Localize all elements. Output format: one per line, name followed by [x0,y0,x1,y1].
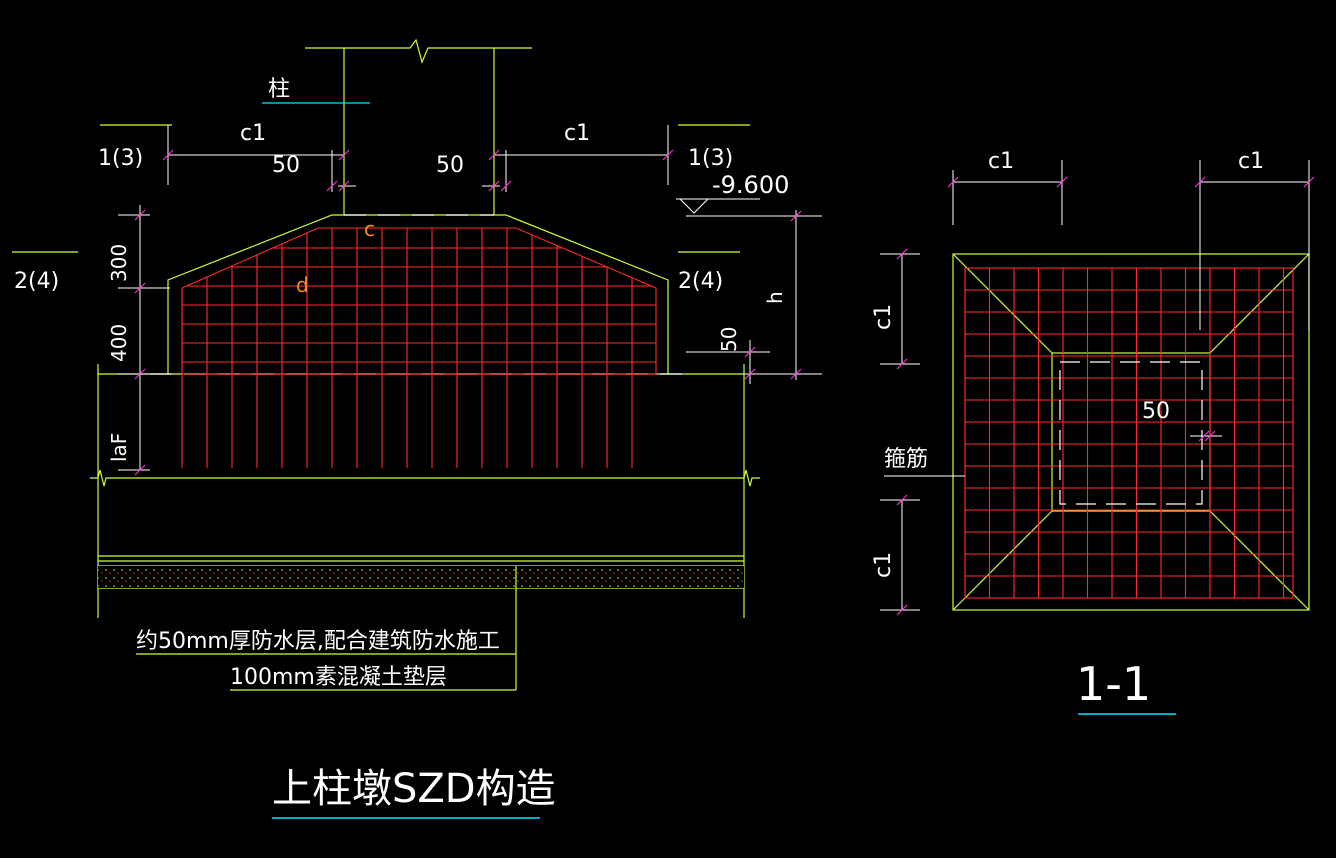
dim-h: h [763,291,787,304]
section-outline [952,253,1310,611]
mark-c: c [364,217,375,241]
column-leader: 柱 [262,77,370,104]
elevation-value: -9.600 [712,171,789,199]
dim-50-right: 50 [436,153,464,178]
section-dim-ticks [896,176,1315,616]
right-dim-ticks [744,210,802,380]
elevation-view: 柱 c d [12,38,822,819]
section-view: c1 c1 c1 c1 50 箍筋 1-1 [871,149,1315,715]
ref-1-3-right: 1(3) [688,146,733,171]
mark-d: d [296,273,309,297]
stirrup-label: 箍筋 [884,447,928,472]
elevation-rebar-cage [181,227,657,468]
left-dimensions [118,205,170,471]
note-cushion: 100mm素混凝土垫层 [230,665,447,690]
section-dim-c1-left: c1 [988,149,1014,174]
section-column-dashed [1059,361,1203,505]
note-waterproof: 约50mm厚防水层,配合建筑防水施工 [136,629,500,654]
dim-50-left: 50 [272,153,300,178]
elevation-mark [676,198,822,217]
dim-c1-left: c1 [240,121,266,146]
column-label: 柱 [268,77,290,102]
dashed-lines [150,214,690,375]
section-dimensions [880,160,1310,611]
top-dim-ticks [162,149,674,192]
column-outline [305,38,532,215]
dim-300: 300 [107,244,131,282]
section-dim-c1-top: c1 [871,304,896,330]
left-dim-ticks [134,209,146,476]
dim-c1-right: c1 [564,121,590,146]
ref-1-3-left: 1(3) [98,146,143,171]
dim-laf: laF [107,433,131,462]
section-dim-50: 50 [1142,399,1170,424]
note-leaders [136,566,517,691]
right-dimensions [686,210,822,384]
cushion-layer [98,566,744,588]
dim-50-vertical: 50 [717,327,741,352]
drawing-title: 上柱墩SZD构造 [272,766,556,812]
ref-tag-lines [12,124,750,253]
ref-2-4-right: 2(4) [678,269,723,294]
ref-2-4-left: 2(4) [14,269,59,294]
elevation-stirrup-outline [181,227,657,375]
section-title: 1-1 [1076,657,1151,711]
section-dim-c1-bottom: c1 [871,552,896,578]
section-rebar-grid [964,267,1294,599]
pedestal-outline [90,214,760,618]
section-dim-c1-right: c1 [1238,149,1264,174]
dim-400: 400 [107,324,131,362]
top-dimensions [167,125,669,192]
